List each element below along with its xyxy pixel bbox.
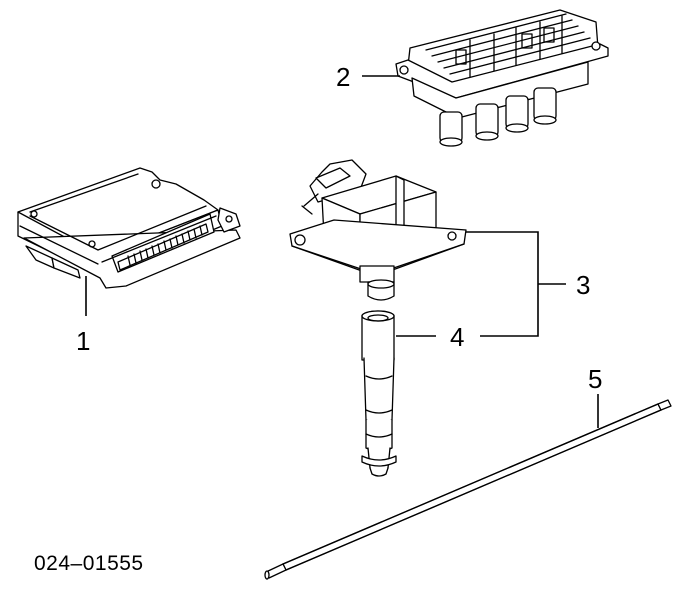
engine-control-module-icon [17,167,241,289]
leader-line-3 [466,231,539,337]
callout-3: 3 [576,270,590,300]
callout-4: 4 [450,322,464,352]
callout-2: 2 [336,62,350,92]
ignition-wire-icon [264,399,672,580]
ignition-coil-pack-icon [395,9,609,147]
callout-1: 1 [76,326,90,356]
leader-lines [85,75,599,428]
pencil-ignition-coil-icon [289,159,467,301]
spark-plug-boot-icon [361,310,397,477]
callout-5: 5 [588,364,602,394]
diagram-reference-code: 024–01555 [34,552,144,575]
